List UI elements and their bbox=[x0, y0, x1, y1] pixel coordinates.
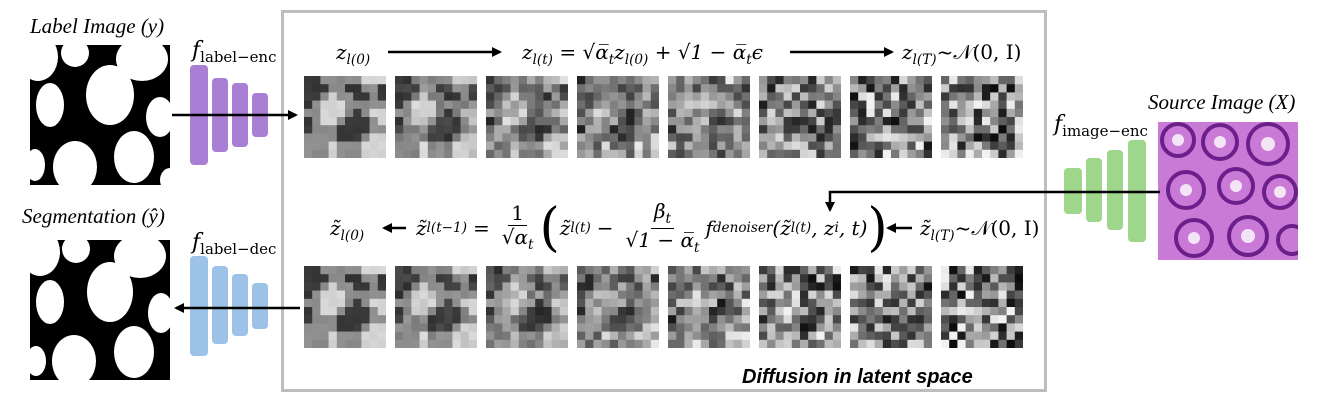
forward-latent-2 bbox=[486, 76, 568, 158]
reverse-latent-0 bbox=[304, 266, 386, 348]
forward-latent-4 bbox=[668, 76, 750, 158]
reverse-latent-7 bbox=[941, 266, 1023, 348]
forward-latent-1 bbox=[395, 76, 477, 158]
label-decoder bbox=[190, 256, 272, 360]
forward-latent-0 bbox=[304, 76, 386, 158]
reverse-latent-3 bbox=[577, 266, 659, 348]
forward-z0: zl(0) bbox=[336, 40, 371, 68]
label-encoder-label: flabel−enc bbox=[192, 38, 277, 67]
image-encoder-label: fimage−enc bbox=[1054, 112, 1148, 141]
label-image-title: Label Image (y) bbox=[30, 14, 165, 38]
forward-latent-3 bbox=[577, 76, 659, 158]
latent-diffusion-frame bbox=[281, 10, 1047, 392]
label-image bbox=[30, 45, 170, 185]
reverse-z0: z̃l(0) bbox=[330, 216, 365, 244]
diffusion-caption: Diffusion in latent space bbox=[742, 366, 973, 388]
reverse-latent-5 bbox=[759, 266, 841, 348]
source-image-title: Source Image (X) bbox=[1148, 90, 1296, 114]
reverse-zT: z̃l(T)~𝒩(0, I) bbox=[920, 216, 1040, 244]
forward-equation: zl(t) = √α̅tzl(0) + √1 − α̅tϵ bbox=[522, 40, 763, 68]
segmentation-image bbox=[30, 240, 170, 380]
reverse-latent-4 bbox=[668, 266, 750, 348]
segmentation-title: Segmentation (ŷ) bbox=[22, 204, 165, 228]
label-decoder-label: flabel−dec bbox=[192, 230, 277, 259]
forward-latent-5 bbox=[759, 76, 841, 158]
forward-latent-7 bbox=[941, 76, 1023, 158]
forward-latent-6 bbox=[850, 76, 932, 158]
reverse-latent-1 bbox=[395, 266, 477, 348]
source-image bbox=[1158, 122, 1298, 260]
forward-zT: zl(T)~𝒩(0, I) bbox=[902, 40, 1022, 68]
reverse-equation: z̃l(t−1) = 1 √αt ( z̃l(t) − βt √1 − α̅t … bbox=[416, 198, 888, 258]
reverse-latent-6 bbox=[850, 266, 932, 348]
reverse-latent-2 bbox=[486, 266, 568, 348]
condition-arrow bbox=[825, 190, 1160, 212]
